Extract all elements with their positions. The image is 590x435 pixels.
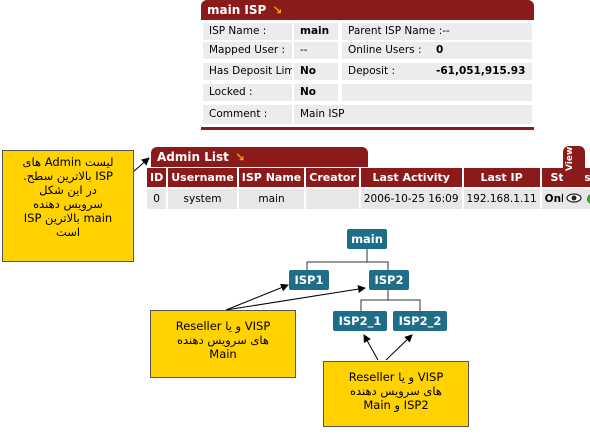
cell-last-activity: 2006-10-25 16:09 bbox=[359, 187, 464, 209]
cell-creator bbox=[305, 187, 361, 209]
col-creator[interactable]: Creator bbox=[305, 168, 361, 188]
cell-isp-name: main bbox=[237, 187, 307, 209]
locked-label: Locked : bbox=[203, 84, 292, 101]
isp-panel-header: main ISP ↘ bbox=[201, 0, 534, 20]
parent-isp-label: Parent ISP Name :-- bbox=[342, 23, 532, 40]
view-column-header: View bbox=[563, 146, 585, 184]
col-last-ip[interactable]: Last IP bbox=[462, 168, 542, 188]
arrow-down-right-icon: ↘ bbox=[234, 150, 245, 164]
deposit-label: Deposit : bbox=[342, 63, 430, 80]
isp-panel-title: main ISP bbox=[207, 3, 267, 17]
online-users-value: 0 bbox=[430, 42, 532, 59]
cell-id: 0 bbox=[147, 187, 169, 209]
admin-list-header: Admin List ↘ bbox=[151, 147, 368, 167]
isp-name-value: main bbox=[294, 23, 338, 40]
tree-node-main[interactable]: main bbox=[347, 229, 387, 249]
callout-reseller-main: Reseller و یا VISP های سرویس دهنده Main bbox=[150, 310, 296, 378]
mapped-user-value: -- bbox=[294, 42, 338, 59]
admin-list-title: Admin List bbox=[157, 150, 229, 164]
table-row[interactable]: 0 system main 2006-10-25 16:09 192.168.1… bbox=[147, 187, 590, 209]
cell-last-ip: 192.168.1.11 bbox=[462, 187, 542, 209]
callout-reseller-isp2: Reseller و یا VISP های سرویس دهنده Main … bbox=[323, 361, 469, 427]
callout-admin-note: لیست Admin های ISP بالاترین سطح. در این … bbox=[2, 150, 134, 262]
comment-label: Comment : bbox=[203, 105, 292, 124]
eye-icon[interactable] bbox=[563, 188, 585, 208]
locked-value: No bbox=[294, 84, 338, 101]
isp-panel-bottom-border bbox=[201, 127, 534, 130]
col-username[interactable]: Username bbox=[167, 168, 239, 188]
tree-node-isp1[interactable]: ISP1 bbox=[289, 270, 329, 290]
deposit-value: -61,051,915.93 bbox=[430, 63, 532, 80]
arrow-down-right-icon: ↘ bbox=[272, 3, 283, 17]
deposit-limit-value: No bbox=[294, 63, 338, 80]
tree-node-isp2-1[interactable]: ISP2_1 bbox=[333, 311, 387, 331]
col-id[interactable]: ID bbox=[147, 168, 169, 188]
online-users-label: Online Users : bbox=[342, 42, 430, 59]
view-cell bbox=[563, 188, 585, 208]
isp-name-label: ISP Name : bbox=[203, 23, 292, 40]
empty-cell bbox=[342, 84, 532, 101]
tree-node-isp2[interactable]: ISP2 bbox=[369, 270, 409, 290]
cell-username[interactable]: system bbox=[167, 187, 239, 209]
tree-node-isp2-2[interactable]: ISP2_2 bbox=[393, 311, 447, 331]
col-last-activity[interactable]: Last Activity bbox=[359, 168, 464, 188]
col-isp-name[interactable]: ISP Name bbox=[237, 168, 307, 188]
comment-value: Main ISP bbox=[294, 105, 532, 124]
admin-table: ID Username ISP Name Creator Last Activi… bbox=[147, 168, 590, 209]
deposit-limit-label: Has Deposit Limit : bbox=[203, 63, 292, 80]
mapped-user-label: Mapped User : bbox=[203, 42, 292, 59]
